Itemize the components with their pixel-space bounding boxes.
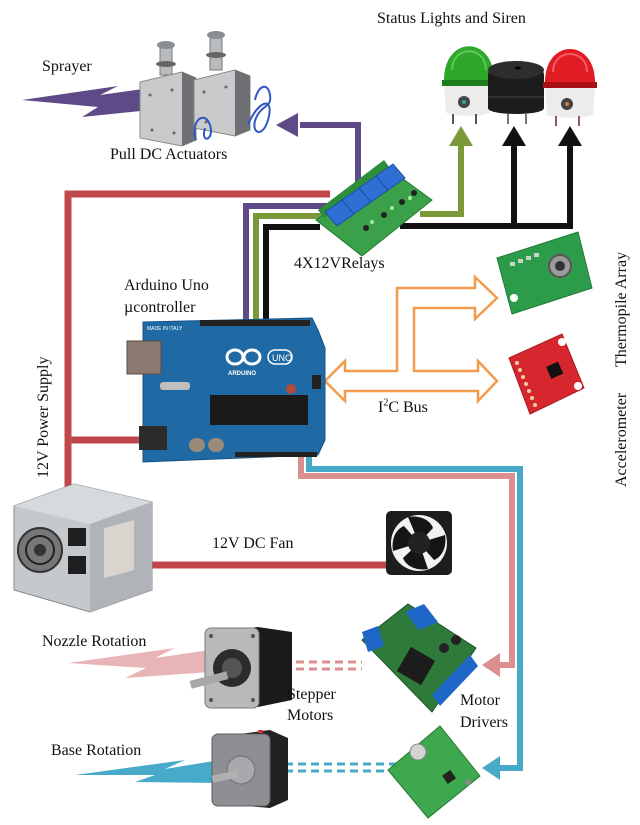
pull-dc-actuators: [139, 31, 272, 147]
i2c-bus-label-suffix: C Bus: [388, 399, 428, 416]
status-lights-siren-label: Status Lights and Siren: [377, 10, 526, 27]
stepper-motor-base: [211, 730, 288, 808]
actuator-1: [139, 41, 197, 147]
actuator-coil-wires: [193, 85, 272, 141]
motor-drivers-label-line1: Motor: [460, 692, 500, 709]
motor-shaft: [211, 770, 239, 783]
i2c-arrow-main: [323, 274, 499, 405]
motor-driver-small: [387, 725, 481, 819]
board-text-uno: UNO: [272, 353, 292, 363]
driver-chip: [396, 646, 436, 686]
board-text-made-in-italy: MADE IN ITALY: [147, 326, 183, 332]
psu-socket-2: [68, 556, 86, 574]
psu-socket-1: [68, 528, 86, 546]
accelerometer-label: Accelerometer: [613, 392, 630, 487]
board-text-arduino: ARDUINO: [228, 371, 256, 377]
driver-ic: [442, 770, 456, 784]
base-rotation-bolt: [75, 760, 220, 783]
sprayer-bolt: [22, 86, 150, 117]
wire-blue-arduino-driver: [306, 455, 523, 771]
power-supply-unit: [13, 483, 153, 613]
green-status-light: [442, 46, 494, 124]
relay-terminals: [318, 160, 390, 218]
driver-capacitor: [409, 743, 427, 761]
arrowhead-driver-small: [482, 756, 500, 780]
nozzle-rotation-label: Nozzle Rotation: [42, 633, 147, 650]
dc-barrel-jack: [139, 426, 167, 450]
power-supply-label: 12V Power Supply: [35, 356, 52, 479]
relays-label: 4X12VRelays: [294, 255, 385, 272]
arrowhead-driver-large: [482, 653, 500, 677]
relays: [324, 163, 406, 227]
arduino-logo: [225, 348, 293, 366]
i2c-bus-arrows: [323, 274, 499, 405]
wire-purple-arduino-relay: [243, 203, 330, 320]
i2c-bus-label-sup: 2: [383, 397, 389, 409]
terminal-block-right: [432, 655, 478, 706]
dc-fan: [386, 511, 452, 575]
arduino-uno-board: UNO ARDUINO MADE IN ITALY: [126, 317, 326, 463]
usb-jack: [126, 340, 162, 375]
terminal-block-top: [405, 604, 438, 630]
wire-green-relay-light: [420, 145, 464, 217]
wire-pink-arduino-driver: [298, 455, 515, 668]
digital-header: [200, 320, 310, 326]
i2c-bus-label-prefix: I: [378, 399, 384, 416]
accelerometer-chip: [546, 361, 564, 379]
reset-button: [286, 384, 296, 394]
fan-label: 12V DC Fan: [212, 535, 294, 552]
red-status-light: [543, 49, 597, 126]
arrowhead-green-light: [449, 126, 473, 146]
stepper-motor-nozzle: [189, 627, 292, 709]
thermopile-array-board: [496, 231, 593, 315]
wire-black-relay-siren: [400, 145, 573, 229]
wire-power-to-relays: [64, 190, 330, 490]
arrowhead-actuators: [276, 113, 298, 137]
motor-shaft: [189, 671, 229, 689]
arrowhead-red-light: [558, 126, 582, 146]
actuator-2: [193, 31, 251, 137]
relay-board: [315, 160, 433, 257]
terminal-block-left: [362, 626, 384, 652]
wire-black-arduino-relay: [263, 224, 320, 320]
stepper-motors-label-line1: Stepper: [287, 686, 336, 703]
i2c-bus-label: I2C Bus: [378, 398, 428, 417]
motor-drivers-label-line2: Drivers: [460, 714, 508, 731]
analog-header: [235, 452, 317, 457]
nozzle-rotation-bolt: [68, 648, 210, 678]
accelerometer-board: [508, 333, 585, 415]
atmega-chip: [210, 395, 308, 425]
arduino-label-line1: Arduino Uno: [124, 277, 209, 294]
stepper-motors-label-line2: Motors: [287, 707, 334, 724]
sprayer-label: Sprayer: [42, 58, 92, 75]
pull-dc-actuators-label: Pull DC Actuators: [110, 146, 228, 163]
base-rotation-label: Base Rotation: [51, 742, 142, 759]
motor-driver-large: [361, 603, 478, 713]
wire-green-arduino-relay: [253, 213, 330, 320]
arrowhead-siren: [502, 126, 526, 146]
thermopile-label: Thermopile Array: [613, 251, 630, 367]
motion-bolts: [22, 86, 220, 783]
arduino-label-line2: µcontroller: [124, 299, 196, 316]
siren-buzzer: [488, 61, 544, 124]
wire-purple-relay-actuators: [300, 122, 361, 188]
